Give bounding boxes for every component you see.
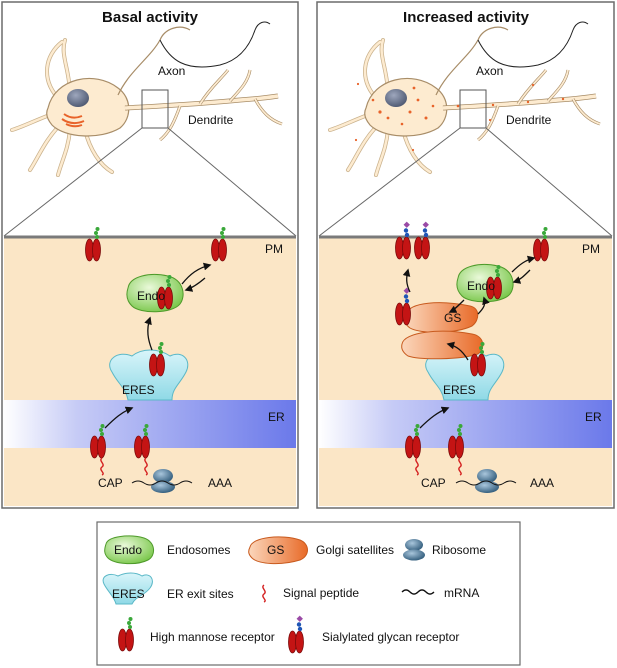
legend-sialylated-text: Sialylated glycan receptor — [322, 630, 459, 644]
neuron-right — [328, 21, 601, 177]
legend-ribosome-icon — [403, 539, 425, 561]
aaa-label-right: AAA — [530, 476, 554, 490]
eres-label-right: ERES — [443, 383, 476, 397]
left-panel-title: Basal activity — [102, 9, 199, 26]
legend-endosomes-text: Endosomes — [167, 543, 230, 557]
legend-gs-icon-label: GS — [267, 543, 284, 557]
right-panel: Increased activity Axon Dendrite — [316, 1, 615, 509]
left-panel: Basal activity Axon Dendrite — [1, 1, 299, 509]
legend-endosome-icon — [104, 535, 154, 565]
golgi-satellite-right-1 — [404, 302, 479, 333]
mrna-right — [455, 480, 517, 486]
legend-golgi-icon — [248, 536, 308, 565]
cell-zoom-left — [4, 226, 296, 506]
legend-endo-icon-label: Endo — [114, 543, 142, 557]
axon-label-left: Axon — [158, 64, 185, 78]
cap-label-left: CAP — [98, 476, 123, 490]
legend-mrna-icon — [401, 589, 435, 595]
eres-left — [109, 349, 189, 401]
legend-high-mannose-text: High mannose receptor — [150, 630, 275, 644]
neuron-left — [10, 21, 283, 177]
legend-eres-icon-label: ERES — [112, 587, 145, 601]
legend-signal-text: Signal peptide — [283, 586, 359, 600]
nucleus-left — [67, 89, 89, 107]
pm-label-right: PM — [582, 242, 600, 256]
legend-ribosome-text: Ribosome — [432, 543, 486, 557]
gs-label-right: GS — [444, 311, 461, 325]
cell-zoom-right — [319, 221, 612, 506]
mrna-left — [131, 480, 193, 486]
dendrite-label-right: Dendrite — [506, 113, 552, 127]
legend-mrna-text: mRNA — [444, 586, 479, 600]
legend-golgi-text: Golgi satellites — [316, 543, 394, 557]
dendrite-label-left: Dendrite — [188, 113, 234, 127]
golgi-satellite-right-2 — [401, 330, 484, 360]
pm-label-left: PM — [265, 242, 283, 256]
right-panel-title: Increased activity — [403, 9, 530, 26]
er-label-right: ER — [585, 410, 602, 424]
cap-label-right: CAP — [421, 476, 446, 490]
axon-label-right: Axon — [476, 64, 503, 78]
er-label-left: ER — [268, 410, 285, 424]
er-left — [4, 400, 296, 448]
aaa-label-left: AAA — [208, 476, 232, 490]
endo-label-left: Endo — [137, 289, 165, 303]
zoom-box-left — [141, 89, 169, 129]
er-right — [319, 400, 612, 448]
golgi-left — [61, 113, 85, 128]
endo-label-right: Endo — [467, 279, 495, 293]
legend-eres-icon — [102, 572, 153, 605]
legend-eres-text: ER exit sites — [167, 587, 234, 601]
legend-frame — [96, 521, 521, 666]
eres-label-left: ERES — [122, 383, 155, 397]
legend: Endo Endosomes GS Golgi satellites Ribos… — [96, 521, 521, 666]
